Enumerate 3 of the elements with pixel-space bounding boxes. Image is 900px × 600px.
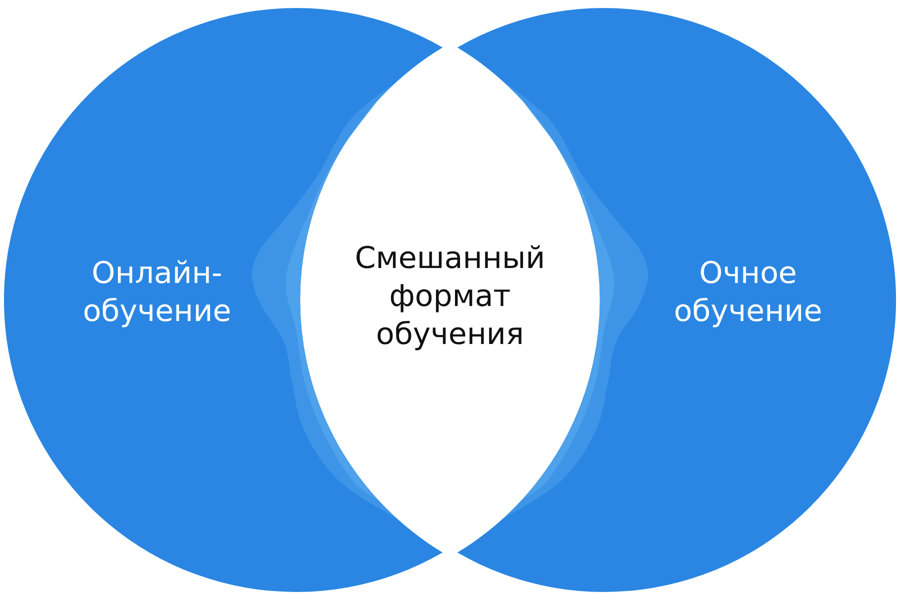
overlap-label: Смешанный формат обучения	[354, 240, 546, 354]
circle-label: Очное обучение	[674, 255, 822, 331]
circle-label: Онлайн-обучение	[82, 255, 232, 331]
